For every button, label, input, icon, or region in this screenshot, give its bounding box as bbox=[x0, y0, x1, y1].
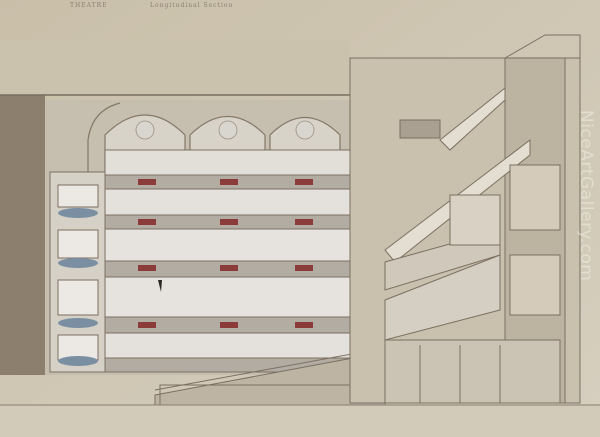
top-band bbox=[0, 40, 350, 95]
left-wall bbox=[0, 95, 45, 375]
foundation-strip bbox=[0, 405, 600, 437]
hanging-lamp bbox=[158, 280, 162, 292]
box-tiers bbox=[104, 149, 386, 373]
watermark: NiceArtGallery.com bbox=[576, 110, 596, 282]
proscenium-boxes bbox=[49, 171, 106, 373]
rear-building bbox=[349, 34, 581, 404]
drawing-subtitle: Longitudinal Section bbox=[150, 2, 234, 9]
flower-decorations bbox=[58, 208, 98, 366]
drawing-title: THEATRE bbox=[70, 2, 108, 9]
auditorium-boxes bbox=[45, 100, 386, 375]
